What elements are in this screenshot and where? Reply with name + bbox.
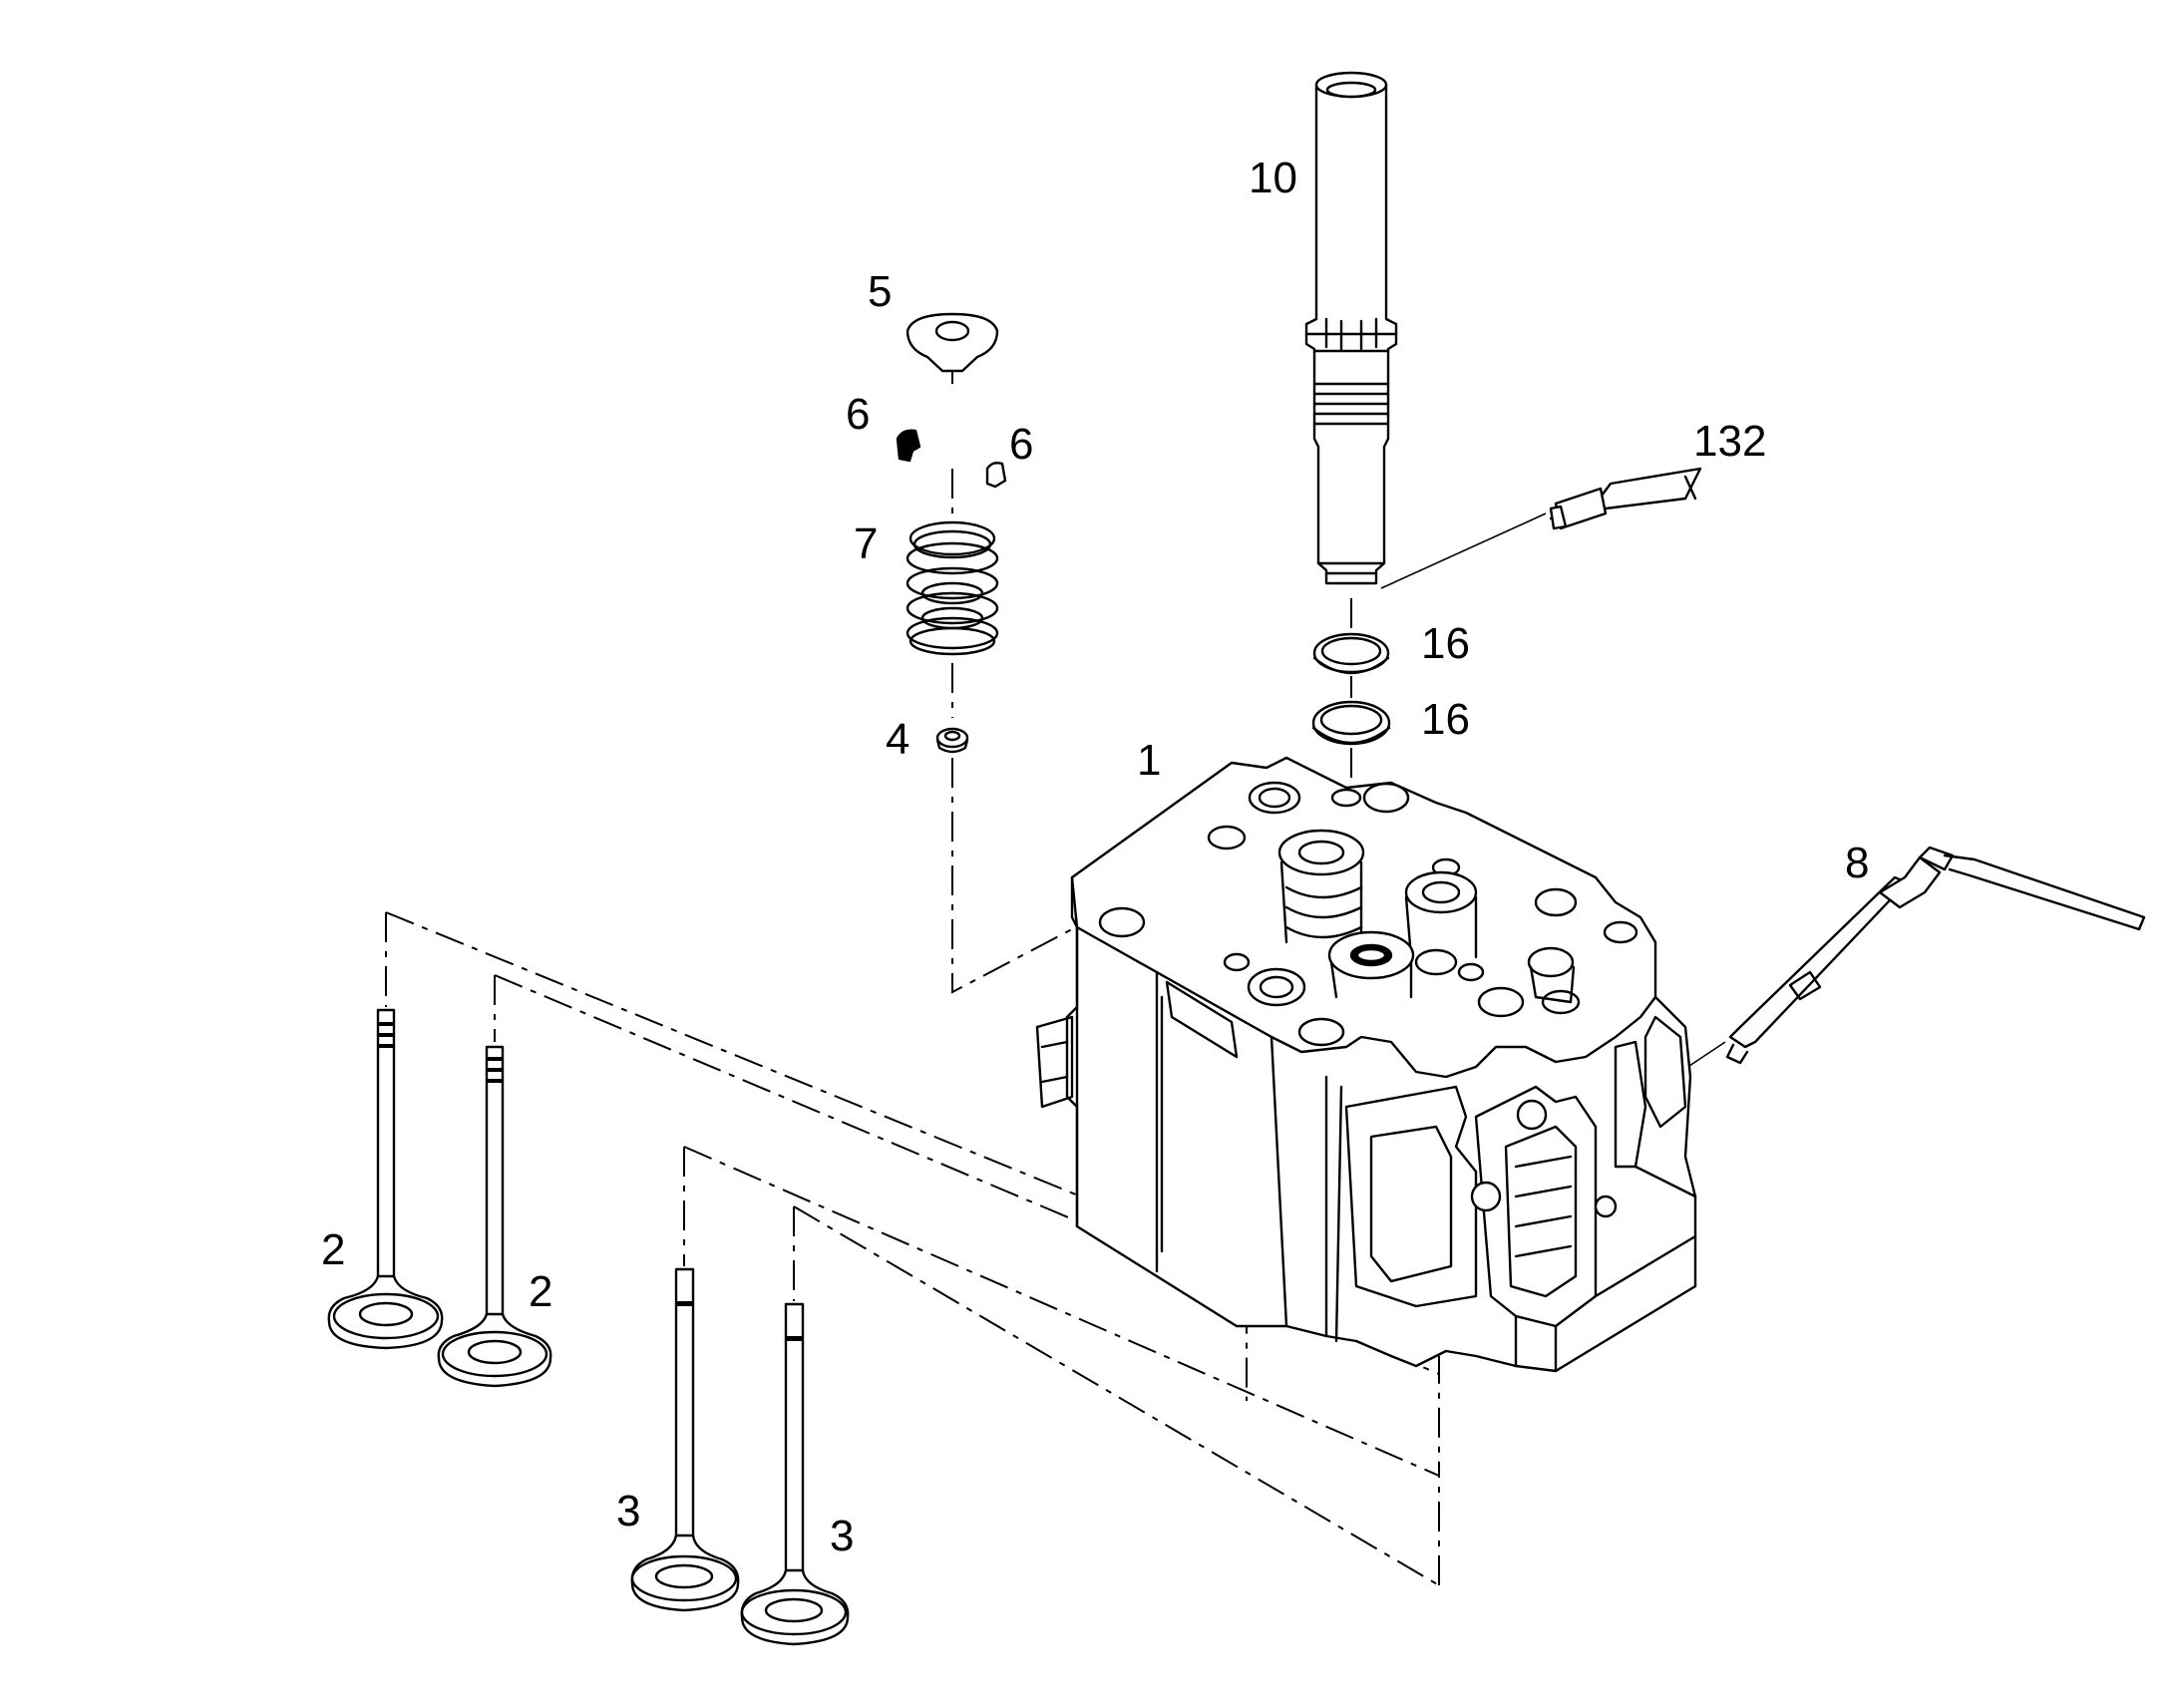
injector-sleeve	[1304, 71, 1398, 585]
callout-labels: 1 2 2 3 3 4 5 6 6 7 8 10 16 16 132	[321, 154, 1869, 1560]
exhaust-valve-right	[740, 1302, 850, 1646]
intake-valve-right	[437, 1045, 552, 1388]
exhaust-valve-left	[630, 1267, 740, 1612]
callout-10: 10	[1249, 154, 1297, 202]
callout-2-left: 2	[321, 1225, 345, 1274]
callout-4: 4	[886, 715, 909, 764]
valve-spring-set	[896, 312, 1007, 754]
callout-16-lower: 16	[1421, 695, 1470, 744]
callout-8: 8	[1845, 839, 1869, 887]
callout-1: 1	[1137, 736, 1161, 785]
callout-6-right: 6	[1009, 420, 1033, 469]
intake-valve-left	[327, 1008, 444, 1350]
sealant-tube	[1549, 467, 1702, 530]
callout-6-left: 6	[846, 390, 870, 439]
callout-5: 5	[868, 267, 892, 316]
callout-3-left: 3	[616, 1487, 640, 1536]
callout-132: 132	[1693, 417, 1766, 466]
seal-rings	[1311, 632, 1391, 746]
callout-2-right: 2	[529, 1267, 552, 1316]
callout-16-upper: 16	[1421, 619, 1470, 668]
cylinder-head	[1035, 756, 1697, 1373]
sensor-probe	[1725, 846, 2146, 1065]
callout-7: 7	[854, 519, 878, 568]
valve-spring	[906, 520, 999, 656]
callout-3-right: 3	[830, 1512, 854, 1560]
